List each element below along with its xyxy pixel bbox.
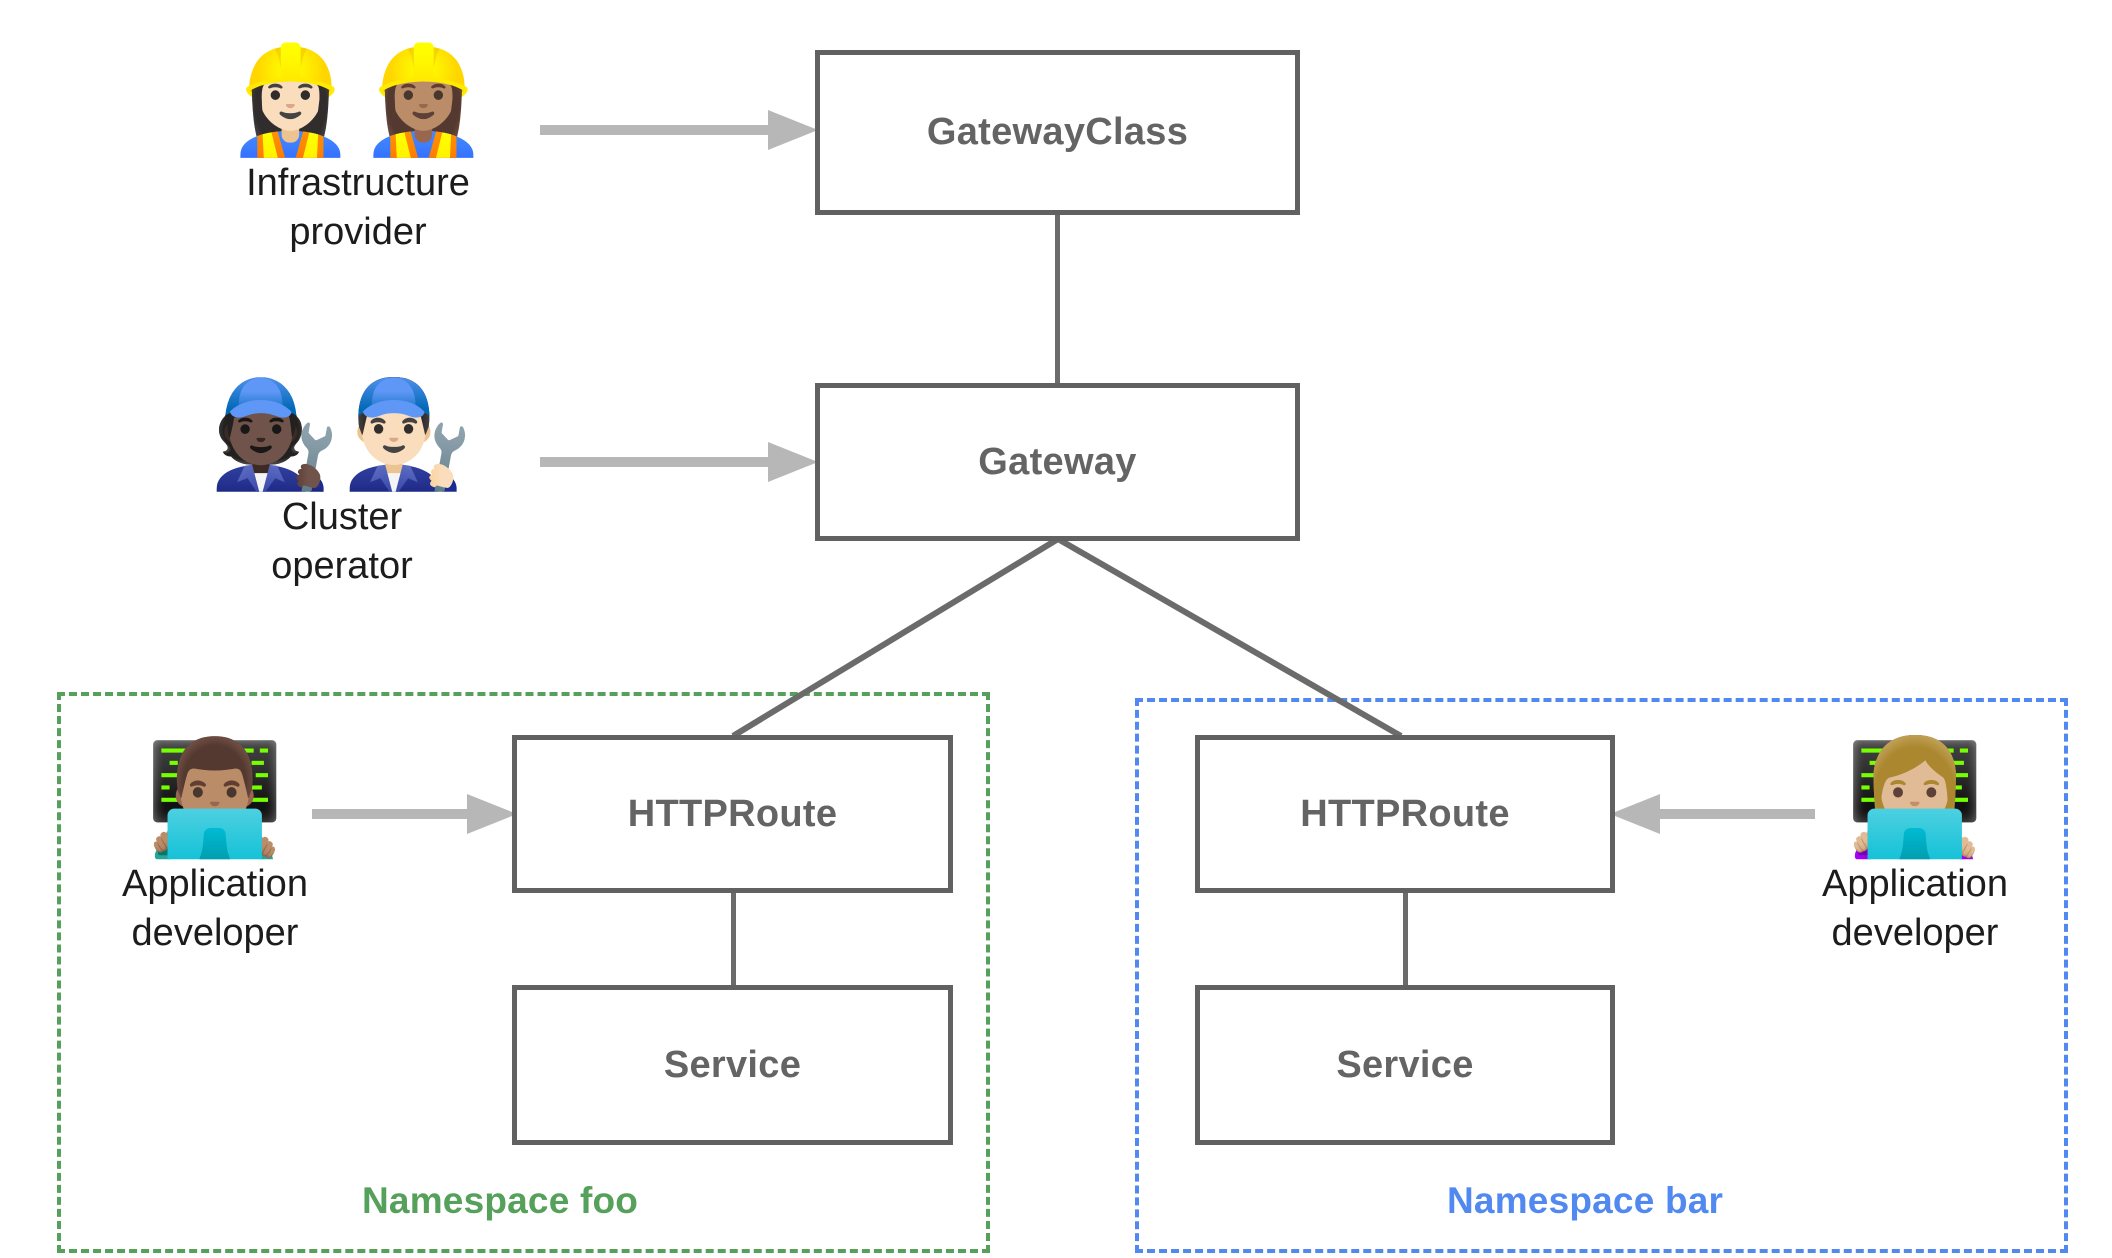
arrow-infrastructure-provider-to-gatewayclass <box>540 110 818 150</box>
node-httproute-foo[interactable]: HTTPRoute <box>512 735 953 893</box>
persona-application-developer-bar: 👩🏼‍💻 Application developer <box>1790 742 2040 957</box>
persona-application-developer-foo: 👨🏽‍💻 Application developer <box>90 742 340 957</box>
namespace-label-foo: Namespace foo <box>362 1180 639 1221</box>
persona-infrastructure-provider-caption: Infrastructure provider <box>246 162 470 253</box>
node-gateway-label: Gateway <box>978 440 1137 483</box>
persona-cluster-operator-caption: Cluster operator <box>271 496 413 587</box>
node-gatewayclass[interactable]: GatewayClass <box>815 50 1300 215</box>
namespace-container-bar <box>1135 698 2068 1253</box>
arrow-cluster-operator-to-gateway <box>540 442 818 482</box>
woman-technologist-icon: 👩🏼‍💻 <box>1845 735 1985 860</box>
persona-infrastructure-provider: 👷🏻‍♀️👷🏽‍♀️ Infrastructure provider <box>198 48 518 256</box>
arrow-application-developer-to-httproute-bar <box>1610 794 1815 834</box>
persona-cluster-operator: 🧑🏿‍🔧👨🏻‍🔧 Cluster operator <box>182 382 502 590</box>
namespace-container-foo <box>57 692 990 1253</box>
arrow-application-developer-to-httproute-foo <box>312 794 517 834</box>
node-httproute-bar-label: HTTPRoute <box>1300 792 1510 835</box>
node-gatewayclass-label: GatewayClass <box>926 111 1189 153</box>
woman-construction-worker-icon: 👷🏻‍♀️👷🏽‍♀️ <box>225 42 491 159</box>
node-httproute-bar[interactable]: HTTPRoute <box>1195 735 1615 893</box>
node-gateway[interactable]: Gateway <box>815 383 1300 541</box>
persona-application-developer-foo-caption: Application developer <box>122 863 308 954</box>
man-technologist-icon: 👨🏽‍💻 <box>145 735 285 860</box>
persona-application-developer-bar-caption: Application developer <box>1822 863 2008 954</box>
connector-gatewayclass-gateway <box>1055 213 1060 385</box>
mechanic-icon: 🧑🏿‍🔧👨🏻‍🔧 <box>209 376 475 493</box>
namespace-label-bar: Namespace bar <box>1447 1180 1724 1221</box>
connector-httproute-service-foo <box>731 890 736 987</box>
node-httproute-foo-label: HTTPRoute <box>627 792 838 835</box>
node-service-foo-label: Service <box>663 1043 802 1086</box>
node-service-foo[interactable]: Service <box>512 985 953 1145</box>
node-service-bar[interactable]: Service <box>1195 985 1615 1145</box>
node-service-bar-label: Service <box>1336 1043 1474 1086</box>
connector-httproute-service-bar <box>1403 890 1408 987</box>
